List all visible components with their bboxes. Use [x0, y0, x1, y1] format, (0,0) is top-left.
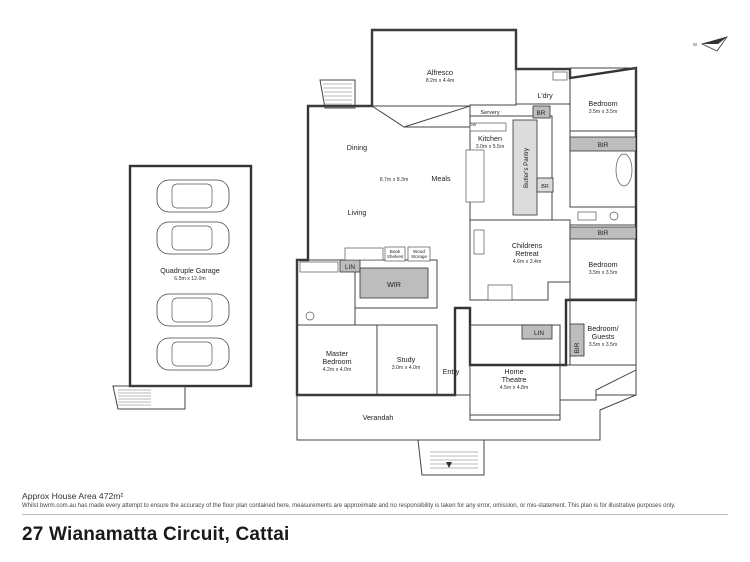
room-dims-bedroom-guests: 3.5m x 3.5m: [589, 342, 618, 348]
room-dims-alfresco: 8.2m x 4.4m: [426, 78, 455, 84]
sink-icon: [577, 211, 597, 221]
floor-plan: N Alfresco 8.2m x 4.4m L'dry Bedroom 3.5…: [112, 28, 728, 476]
car-icon: [156, 221, 230, 255]
property-address: 27 Wianamatta Circuit, Cattai: [22, 524, 290, 545]
room-name-butlers-pantry: Butler's Pantry: [523, 147, 530, 188]
room-name-bedroom-mid: Bedroom: [588, 260, 617, 269]
toilet-icon: [609, 211, 619, 221]
bathtub-icon: [615, 153, 633, 187]
fixture-tags: BR BIR BR BIR BIR LIN LIN Book Shelves W…: [345, 110, 609, 353]
room-name-verandah: Verandah: [363, 413, 394, 422]
room-name-master-line1: Master: [326, 349, 349, 358]
tag-bir: BIR: [598, 230, 609, 237]
room-dims-childrens-retreat: 4.6m x 3.4m: [513, 259, 542, 265]
tag-br: BR: [541, 184, 549, 190]
room-name-dining: Dining: [347, 143, 367, 152]
room-name-bedroom-top: Bedroom: [588, 99, 617, 108]
room-name-alfresco: Alfresco: [427, 68, 453, 77]
room-name-home-theatre-line2: Theatre: [502, 375, 527, 384]
room-dims-garage: 6.5m x 12.0m: [174, 276, 205, 282]
room-dims-bedroom-top: 3.5m x 3.5m: [589, 109, 618, 115]
room-dims-bedroom-mid: 3.5m x 3.5m: [589, 270, 618, 276]
room-name-wir: WIR: [387, 280, 401, 289]
room-name-bedroom-guests-line2: Guests: [592, 332, 615, 341]
room-name-living: Living: [348, 208, 367, 217]
tag-book-shelves-line1: Book: [390, 249, 401, 254]
room-name-bedroom-guests-line1: Bedroom/: [587, 324, 618, 333]
room-name-entry: Entry: [443, 367, 460, 376]
car-icon: [156, 293, 230, 327]
tag-lin: LIN: [534, 330, 544, 337]
room-name-childrens-retreat-line2: Retreat: [515, 249, 539, 258]
car-icon: [156, 179, 230, 213]
footer-divider: [22, 514, 728, 515]
room-dims-home-theatre: 4.5m x 4.8m: [500, 385, 529, 391]
room-name-garage: Quadruple Garage: [160, 266, 220, 275]
tag-lin: LIN: [345, 264, 355, 271]
room-dims-study: 3.0m x 4.0m: [392, 365, 421, 371]
room-name-study: Study: [397, 355, 416, 364]
tag-bir: BIR: [574, 342, 581, 353]
room-name-servery: Servery: [480, 110, 499, 116]
room-name-home-theatre-line1: Home: [504, 367, 523, 376]
house-walls: [295, 28, 638, 476]
disclaimer: Whilst bwrm.com.au has made every attemp…: [22, 503, 676, 509]
room-name-kitchen: Kitchen: [478, 134, 502, 143]
arrow-down-icon: [446, 462, 452, 468]
room-name-master-line2: Bedroom: [322, 357, 351, 366]
room-name-childrens-retreat-line1: Childrens: [512, 241, 543, 250]
tag-dw: DW: [470, 122, 477, 127]
room-dims-master: 4.2m x 4.0m: [323, 367, 352, 373]
tag-wood-storage-line1: Wood: [413, 249, 425, 254]
tag-book-shelves-line2: Shelves: [387, 254, 404, 259]
room-name-meals: Meals: [431, 174, 451, 183]
tag-wood-storage-line2: Storage: [411, 254, 428, 259]
tag-bir: BIR: [598, 142, 609, 149]
garage: [112, 164, 253, 410]
vanity-icon: [299, 261, 339, 273]
fixtures: [299, 71, 637, 357]
compass-label: N: [693, 42, 696, 47]
compass: N: [693, 36, 728, 52]
room-labels: Alfresco 8.2m x 4.4m L'dry Bedroom 3.5m …: [160, 68, 618, 422]
room-name-laundry: L'dry: [537, 91, 553, 100]
tag-br: BR: [537, 110, 546, 117]
toilet-icon: [305, 311, 315, 321]
room-dims-kitchen: 3.0m x 5.5m: [476, 144, 505, 150]
room-dims-open-plan: 8.7m x 8.3m: [380, 177, 409, 183]
washer-icon: [552, 71, 568, 81]
car-icon: [156, 337, 230, 371]
house-area: Approx House Area 472m²: [22, 491, 124, 501]
